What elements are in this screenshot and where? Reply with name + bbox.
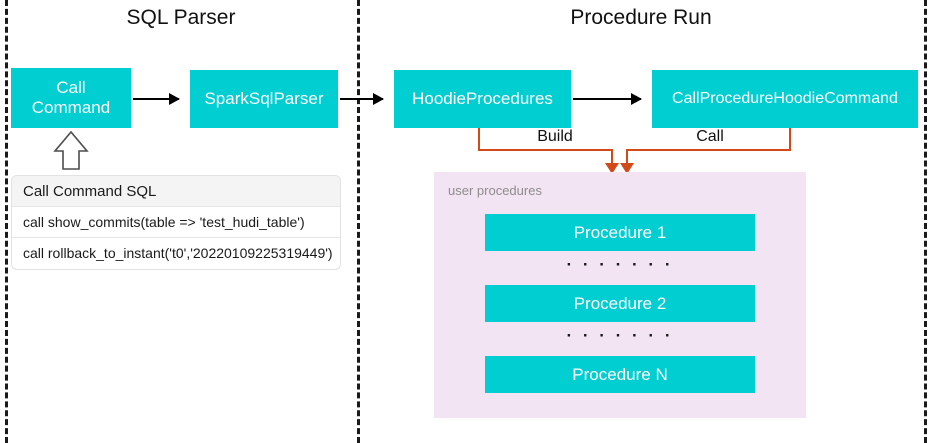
procedure-item[interactable]: Procedure 2 [485, 285, 755, 322]
sql-table-header: Call Command SQL [12, 176, 340, 207]
build-connector-vertical [478, 128, 480, 151]
node-spark-sql-parser[interactable]: SparkSqlParser [190, 70, 338, 128]
section-title-sql-parser: SQL Parser [126, 6, 236, 29]
edge-label-call: Call [696, 128, 724, 145]
sql-table-row: call rollback_to_instant('t0','202201092… [23, 245, 333, 261]
build-connector-horizontal [478, 149, 613, 151]
sql-table-row: call show_commits(table => 'test_hudi_ta… [12, 207, 340, 238]
section-title-procedure-run: Procedure Run [570, 6, 712, 29]
user-procedures-label: user procedures [448, 183, 542, 198]
arrow-spark-sql-parser-to-hoodie-procedures-icon [340, 93, 384, 105]
call-arrowhead-icon [620, 163, 634, 174]
call-connector-drop [626, 149, 628, 165]
hollow-up-arrow-icon [53, 131, 89, 170]
arrow-hoodie-procedures-to-call-procedure-icon [573, 93, 642, 105]
call-command-sql-table: Call Command SQL call show_commits(table… [12, 176, 340, 269]
procedure-ellipsis: · · · · · · · [566, 255, 674, 274]
divider-right-boundary [924, 0, 927, 443]
node-call-procedure-hoodie-command[interactable]: CallProcedureHoodieCommand [652, 70, 918, 128]
build-arrowhead-icon [605, 163, 619, 174]
procedure-ellipsis: · · · · · · · [566, 326, 674, 345]
call-connector-vertical [789, 128, 791, 151]
user-procedures-panel: user procedures Procedure 1 · · · · · · … [434, 172, 806, 418]
build-connector-drop [611, 149, 613, 165]
divider-middle [357, 0, 360, 443]
arrow-call-command-to-spark-sql-parser-icon [133, 93, 180, 105]
node-hoodie-procedures[interactable]: HoodieProcedures [394, 70, 571, 128]
procedure-item[interactable]: Procedure N [485, 356, 755, 393]
edge-label-build: Build [537, 128, 573, 145]
call-connector-horizontal [627, 149, 791, 151]
procedure-item[interactable]: Procedure 1 [485, 214, 755, 251]
node-call-command[interactable]: Call Command [11, 68, 131, 128]
divider-left-boundary [5, 0, 8, 443]
